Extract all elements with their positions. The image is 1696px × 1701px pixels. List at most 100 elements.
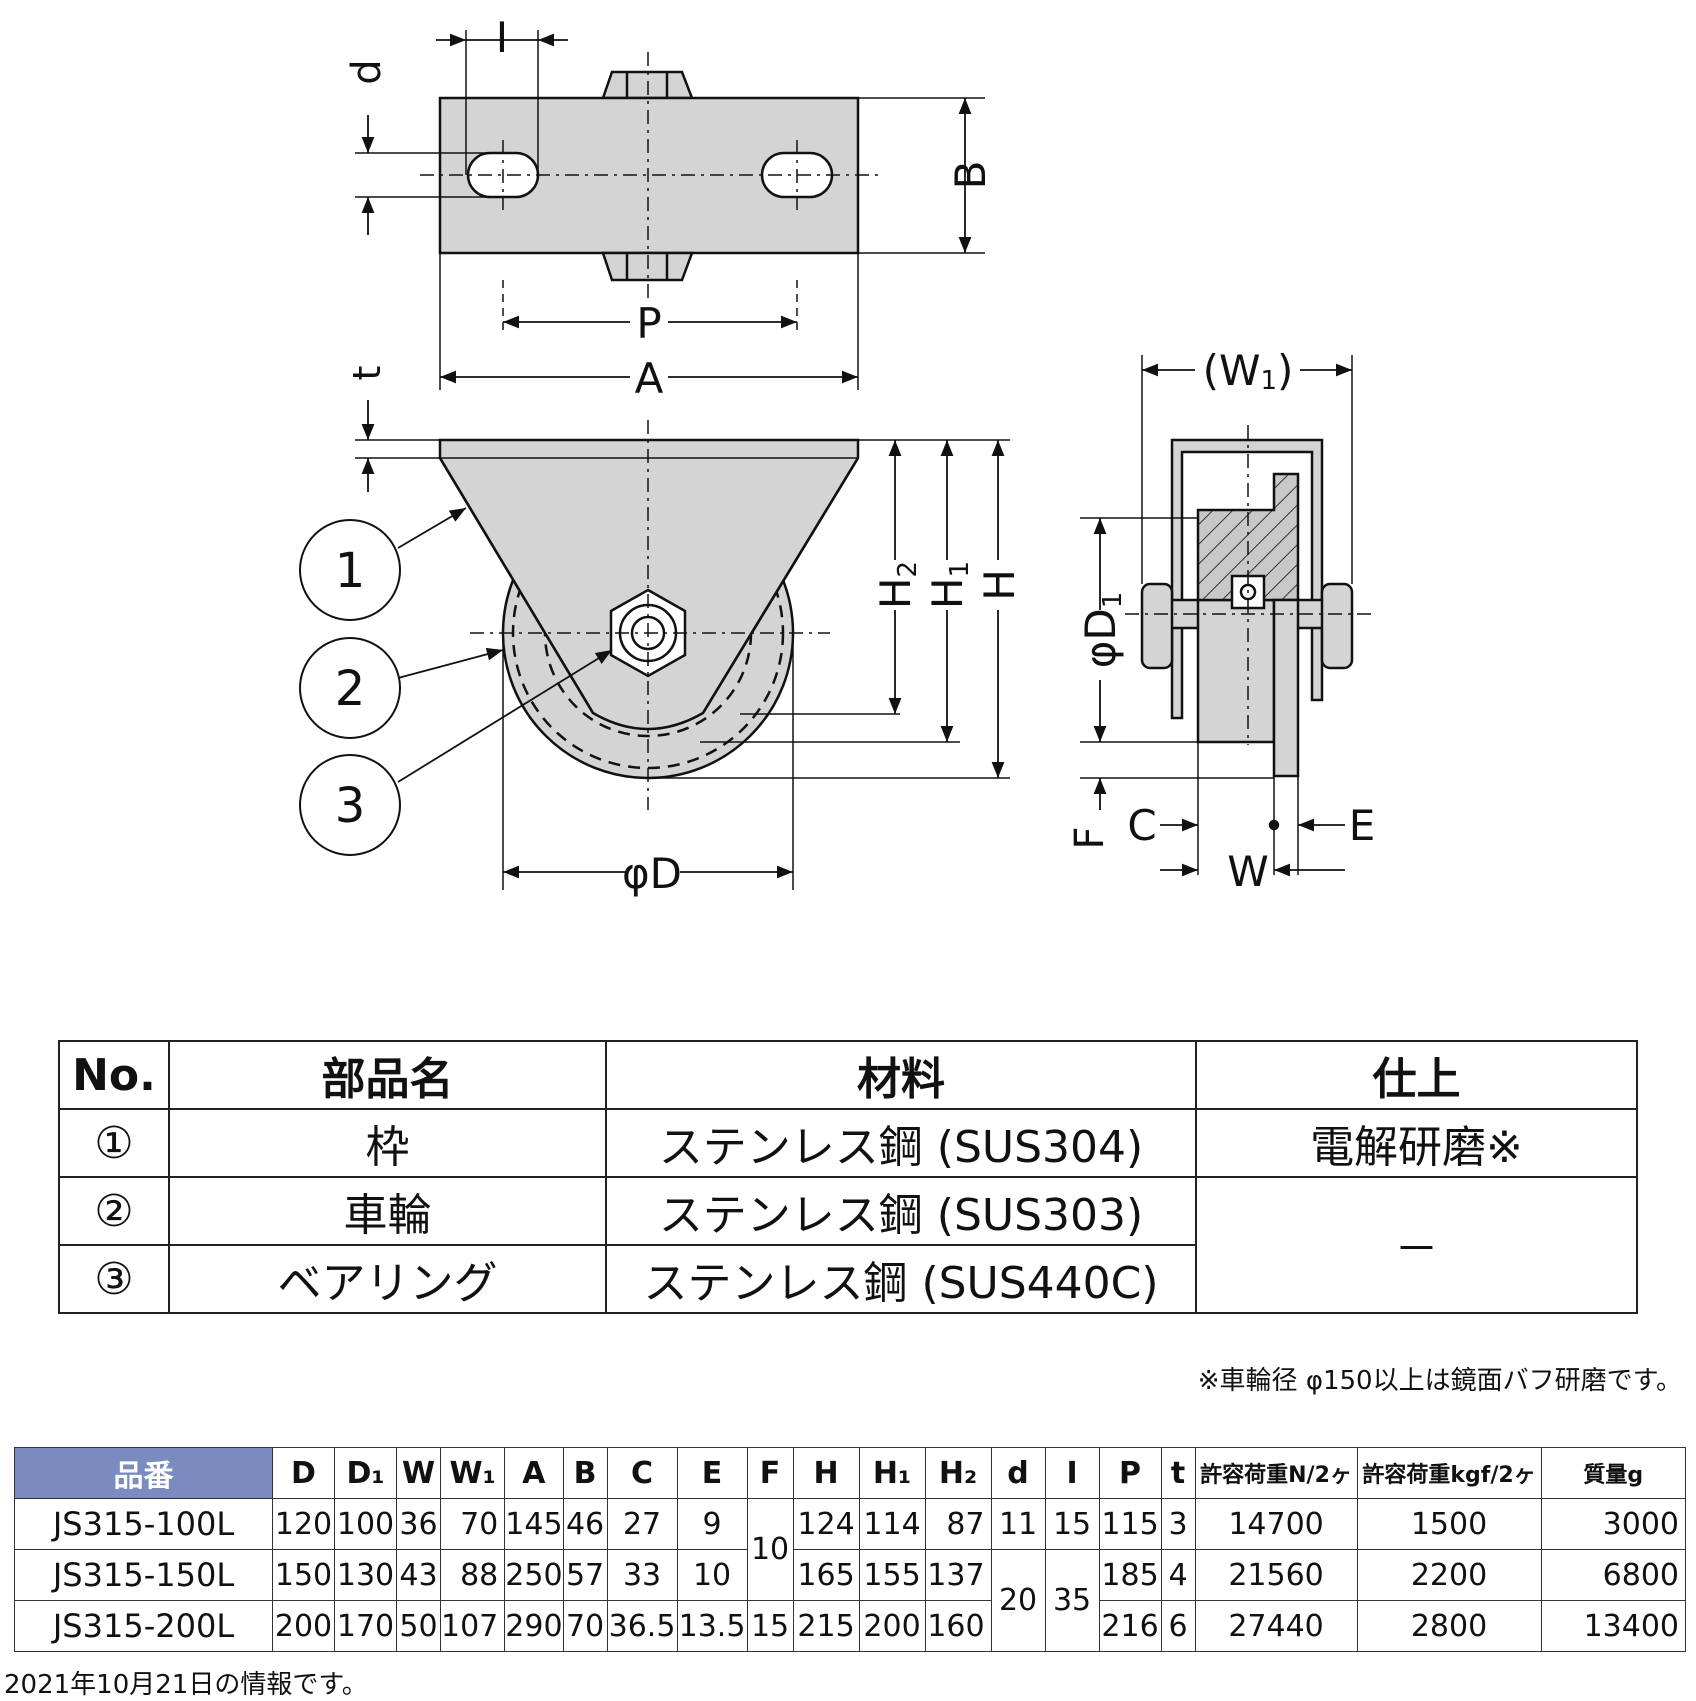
spec-H2: 87 [924, 1498, 992, 1550]
table-row: ① 枠 ステンレス鋼 (SUS304) 電解研磨※ [58, 1108, 1638, 1178]
spec-A: 145 [504, 1498, 564, 1550]
table-row: ③ ベアリング ステンレス鋼 (SUS440C) [58, 1244, 1637, 1314]
spec-header-B: B [562, 1447, 608, 1499]
spec-H: 215 [792, 1600, 860, 1652]
footer-date-note: 2021年10月21日の情報です。 [4, 1670, 368, 1700]
table-row: JS315-200L 200 170 50 107 290 70 36.5 13… [14, 1600, 1687, 1652]
spec-model: JS315-200L [14, 1600, 273, 1652]
dim-label-H2: H2 [871, 561, 923, 609]
dim-label-W: W [1227, 847, 1269, 896]
spec-model: JS315-150L [14, 1549, 273, 1601]
dim-label-P: P [636, 299, 661, 348]
spec-table: 品番 D D₁ W W₁ A B C E F H H₁ H₂ d I P t 許… [14, 1447, 1687, 1652]
parts-header-no: No. [58, 1040, 170, 1110]
spec-header-P: P [1098, 1447, 1162, 1499]
parts-header-material: 材料 [605, 1040, 1197, 1110]
part-material: ステンレス鋼 (SUS304) [605, 1108, 1197, 1178]
part-material: ステンレス鋼 (SUS303) [605, 1176, 1197, 1246]
dim-label-phiD: φD [622, 849, 682, 898]
table-row: JS315-150L 150 130 43 88 250 57 33 10 16… [14, 1549, 1687, 1652]
callout-label-3: 3 [335, 778, 366, 834]
part-name: 車輪 [168, 1176, 607, 1246]
spec-H1: 155 [858, 1549, 926, 1601]
caster-technical-drawing: I d B P A [299, 13, 1376, 898]
top-view [355, 30, 985, 390]
parts-note: ※車輪径 φ150以上は鏡面バフ研磨です。 [1197, 1366, 1682, 1396]
callout-label-2: 2 [335, 661, 366, 717]
dim-label-H1: H1 [923, 561, 975, 609]
dim-label-E: E [1349, 801, 1376, 850]
spec-H1: 200 [858, 1600, 926, 1652]
spec-W: 50 [396, 1600, 441, 1652]
spec-header-I: I [1044, 1447, 1100, 1499]
svg-text:H2: H2 [871, 561, 923, 609]
spec-t: 3 [1160, 1498, 1196, 1550]
spec-D1: 130 [334, 1549, 397, 1601]
spec-B: 46 [562, 1498, 608, 1550]
spec-W: 36 [396, 1498, 441, 1550]
dim-label-B: B [946, 161, 995, 190]
spec-t: 4 [1160, 1549, 1196, 1601]
spec-load-kgf: 2800 [1356, 1600, 1542, 1652]
dim-label-C: C [1127, 801, 1156, 850]
spec-C: 33 [606, 1549, 678, 1601]
spec-mass: 13400 [1540, 1600, 1687, 1652]
spec-I: 35 [1044, 1549, 1100, 1652]
dim-label-t: t [345, 366, 389, 381]
spec-B: 57 [562, 1549, 608, 1601]
dim-label-W1: (W1) [1203, 346, 1294, 396]
parts-table: No. 部品名 材料 仕上 ① 枠 ステンレス鋼 (SUS304) 電解研磨※ … [58, 1040, 1638, 1314]
spec-E: 9 [676, 1498, 748, 1550]
part-no: ② [58, 1176, 170, 1246]
part-material: ステンレス鋼 (SUS440C) [605, 1244, 1197, 1314]
spec-mass: 3000 [1540, 1498, 1687, 1550]
spec-load-n: 14700 [1194, 1498, 1358, 1550]
spec-D: 200 [272, 1600, 335, 1652]
spec-header-W1: W₁ [439, 1447, 506, 1499]
spec-F: 15 [746, 1600, 794, 1652]
spec-mass: 6800 [1540, 1549, 1687, 1601]
svg-text:H1: H1 [923, 561, 975, 609]
spec-header-C: C [606, 1447, 678, 1499]
spec-D1: 100 [334, 1498, 397, 1550]
table-row: JS315-100L 120 100 36 70 145 46 27 9 10 … [14, 1498, 1687, 1601]
spec-load-n: 27440 [1194, 1600, 1358, 1652]
spec-D: 120 [272, 1498, 335, 1550]
spec-P: 185 [1098, 1549, 1162, 1601]
spec-C: 36.5 [606, 1600, 678, 1652]
wheel-side [1196, 598, 1276, 744]
spec-H2: 137 [924, 1549, 992, 1601]
spec-header-A: A [504, 1447, 564, 1499]
spec-load-kgf: 2200 [1356, 1549, 1542, 1601]
part-name: 枠 [168, 1108, 607, 1178]
spec-W1: 88 [439, 1549, 506, 1601]
dim-label-F: F [1067, 826, 1113, 849]
side-view [1080, 355, 1372, 877]
callout-3 [299, 754, 401, 856]
dim-label-I: I [496, 13, 508, 62]
spec-header-load-kgf: 許容荷重kgf/2ヶ [1356, 1447, 1542, 1499]
spec-C: 27 [606, 1498, 678, 1550]
spec-load-kgf: 1500 [1356, 1498, 1542, 1550]
spec-model: JS315-100L [14, 1498, 273, 1550]
callout-label-1: 1 [335, 543, 366, 599]
spec-W: 43 [396, 1549, 441, 1601]
spec-header-F: F [746, 1447, 794, 1499]
spec-d: 20 [990, 1549, 1046, 1652]
spec-W1: 107 [439, 1600, 506, 1652]
spec-A: 290 [504, 1600, 564, 1652]
spec-header-H1: H₁ [858, 1447, 926, 1499]
part-finish: － [1195, 1176, 1638, 1314]
spec-header-D: D [272, 1447, 335, 1499]
spec-I: 15 [1044, 1498, 1100, 1550]
spec-H: 165 [792, 1549, 860, 1601]
callout-1 [299, 519, 401, 621]
part-finish: 電解研磨※ [1195, 1108, 1638, 1178]
spec-header-W: W [396, 1447, 441, 1499]
svg-text:φD1: φD1 [1076, 592, 1128, 669]
spec-t: 6 [1160, 1600, 1196, 1652]
spec-header-t: t [1160, 1447, 1196, 1499]
spec-H2: 160 [924, 1600, 992, 1652]
parts-header-row: No. 部品名 材料 仕上 [58, 1040, 1638, 1110]
spec-A: 250 [504, 1549, 564, 1601]
